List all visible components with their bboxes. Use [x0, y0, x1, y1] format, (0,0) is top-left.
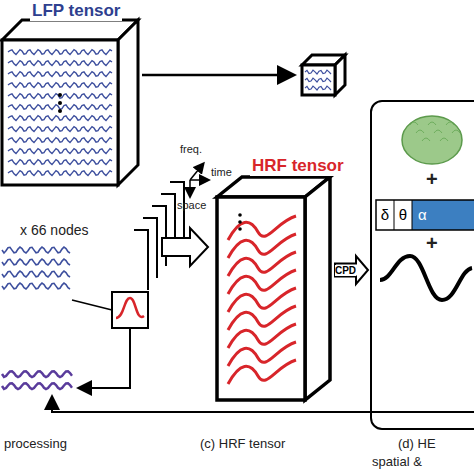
bold-signals — [2, 371, 72, 389]
band-symbol: α — [418, 200, 427, 230]
node-signals — [2, 247, 70, 289]
axis-label: freq. — [180, 143, 202, 155]
tensor-box: HRF tensor — [215, 154, 333, 404]
lfp-waves — [8, 50, 112, 176]
panel-caption: spatial & — [372, 454, 422, 469]
cpd-arrow — [335, 256, 368, 284]
kernel-stack — [134, 182, 184, 290]
axis-label: space — [177, 199, 206, 211]
edge-label: CPD — [335, 265, 356, 276]
lfp-cube — [2, 20, 138, 185]
axes-icon — [190, 164, 208, 196]
plus-sign: + — [426, 168, 438, 191]
hrf-waves — [228, 216, 296, 384]
tensor-box: LFP tensor — [0, 0, 140, 188]
hrf-cube — [217, 177, 330, 400]
panel-caption: processing — [4, 436, 67, 451]
panel-caption: (c) HRF tensor — [200, 436, 285, 451]
hollow-arrow — [162, 228, 208, 266]
result-panel: δθα — [370, 100, 474, 430]
band-symbol: δ — [376, 200, 394, 230]
reduce-arrow — [142, 74, 292, 77]
brain — [402, 116, 462, 164]
plus-sign: + — [426, 232, 438, 255]
axis-label: time — [211, 166, 232, 178]
small-cube — [302, 55, 345, 95]
small-waves — [305, 70, 331, 90]
input-wire — [72, 300, 112, 310]
panel-caption: (d) HE — [398, 436, 436, 451]
tensor-title: LFP tensor — [30, 1, 122, 21]
freq-table — [376, 200, 474, 230]
hrf-filter — [112, 292, 148, 328]
ellipsis-dots — [58, 93, 62, 113]
hrf-curve — [116, 298, 144, 318]
band-symbol: θ — [394, 200, 412, 230]
tensor-title: HRF tensor — [250, 156, 346, 176]
time-course — [380, 256, 472, 300]
output-wire — [80, 328, 130, 388]
count-label: x 66 nodes — [20, 222, 89, 238]
